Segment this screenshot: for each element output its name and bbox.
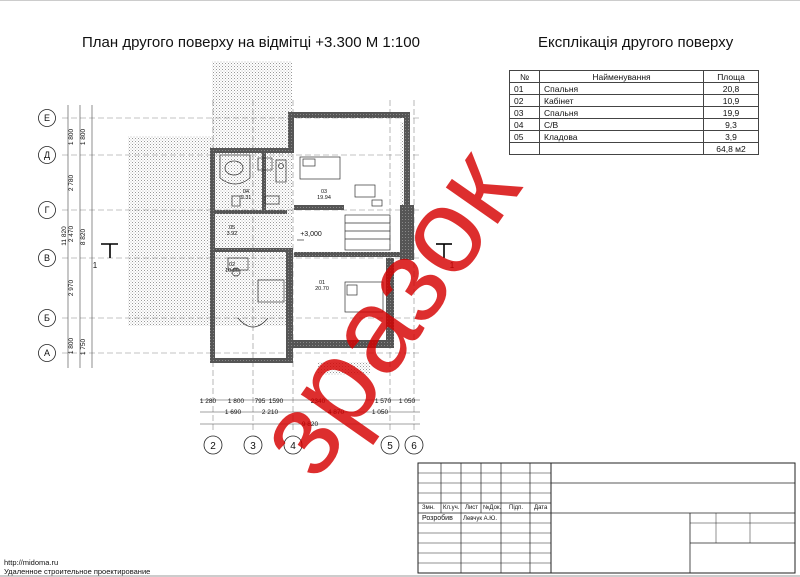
stamp-header: №Док. [483,505,502,511]
room-area: 3.92 [227,231,238,237]
explication-title: Експлікація другого поверху [538,34,734,51]
room-no: 02 [509,94,540,107]
dimension-value: 1 280 [200,398,217,405]
dimension-value: 8 820 [80,228,87,245]
axis-row-label: Б [44,313,50,323]
total-area: 64,8 м2 [703,142,759,155]
building-walls [210,112,414,363]
room-number: 05 [229,225,235,231]
room-name: С/В [539,118,704,131]
room-area: 19.94 [317,195,331,201]
room-number: 02 [229,262,235,268]
explication-table: № Найменування Площа 01 Спальня 20,8 02 … [509,70,759,155]
dimension-total: 9 820 [302,421,319,428]
dimension-value: 1590 [269,398,284,405]
room-name: Кабінет [539,94,704,107]
section-mark-left: 1 [93,261,98,270]
axis-row-label: Д [44,150,50,160]
dimension-value: 1 750 [80,338,87,355]
room-no: 03 [509,106,540,119]
section-cut-marks [101,243,452,258]
roof-hatch-areas [128,61,410,375]
axis-col-label: 2 [210,441,216,452]
dimension-value: 1 050 [399,398,416,405]
axis-col-label: 5 [387,441,393,452]
table-row: 04 С/В 9,3 [509,118,759,131]
dimension-value: 1 570 [375,398,392,405]
dimension-value: 1 800 [80,128,87,145]
section-mark-right: 1 [450,261,455,270]
table-row: 03 Спальня 19,9 [509,106,759,119]
level-mark: +3,000 [300,231,322,238]
axis-row-label: А [44,348,50,358]
column-header: Найменування [539,70,704,83]
room-no: 01 [509,82,540,95]
room-no: 05 [509,130,540,143]
footer-url: http://midoma.ru [4,558,59,567]
stamp-header: Дата [534,505,548,511]
dimension-value: 2340 [311,398,326,405]
room-no: 04 [509,118,540,131]
table-row: 01 Спальня 20,8 [509,82,759,95]
dimension-value: 2 970 [68,279,75,296]
room-area: 9.31 [241,195,252,201]
axis-col-label: 4 [290,441,296,452]
dimension-value: 2 210 [262,409,279,416]
dimension-value: 795 [255,398,266,405]
dimension-value: 1 800 [68,337,75,354]
title-block-grid [417,462,796,574]
stamp-header: Кл.уч. [443,505,460,511]
stamp-header: Змн. [422,505,435,511]
footer-caption: Удаленное строительное проектирование [4,567,151,576]
room-number: 03 [321,189,327,195]
axis-col-label: 6 [411,441,417,452]
plan-title: План другого поверху на відмітці +3.300 … [82,34,420,51]
row-axis-labels [38,109,56,362]
column-axis-labels [203,435,424,455]
room-area: 20.70 [315,286,329,292]
table-row: 02 Кабінет 10,9 [509,94,759,107]
stamp-developed-label: Розробив [422,515,453,522]
dimension-value: 4 870 [328,409,345,416]
dimension-value: 1 050 [372,409,389,416]
room-area: 10,9 [703,94,759,107]
stamp-header: Лист [465,505,479,511]
stamp-header: Підп. [509,505,524,511]
room-name: Спальня [539,106,704,119]
axis-row-label: В [44,253,50,263]
dimension-value: 1 690 [225,409,242,416]
room-area: 20,8 [703,82,759,95]
stamp-developer: Левчук А.Ю. [463,516,498,522]
room-name: Кладова [539,130,704,143]
axis-col-label: 3 [250,441,256,452]
table-total-row: 64,8 м2 [509,142,759,155]
room-area: 3,9 [703,130,759,143]
dimension-value: 2 470 [68,225,75,242]
room-number: 01 [319,280,325,286]
dimension-total: 11 820 [61,226,68,246]
column-header: Площа [703,70,759,83]
dimension-value: 1 800 [228,398,245,405]
table-row: 05 Кладова 3,9 [509,130,759,143]
room-area: 9,3 [703,118,759,131]
room-area: 10.86 [225,268,239,274]
dimension-value: 2 780 [68,174,75,191]
axis-row-label: Г [45,205,50,215]
furniture-and-fixtures [219,154,391,328]
dimension-lines [67,105,420,425]
dimension-value: 1 800 [68,128,75,145]
table-header-row: № Найменування Площа [509,70,759,83]
column-header: № [509,70,540,83]
room-name: Спальня [539,82,704,95]
room-area: 19,9 [703,106,759,119]
room-number: 04 [243,189,249,195]
axis-row-label: Е [44,113,50,123]
